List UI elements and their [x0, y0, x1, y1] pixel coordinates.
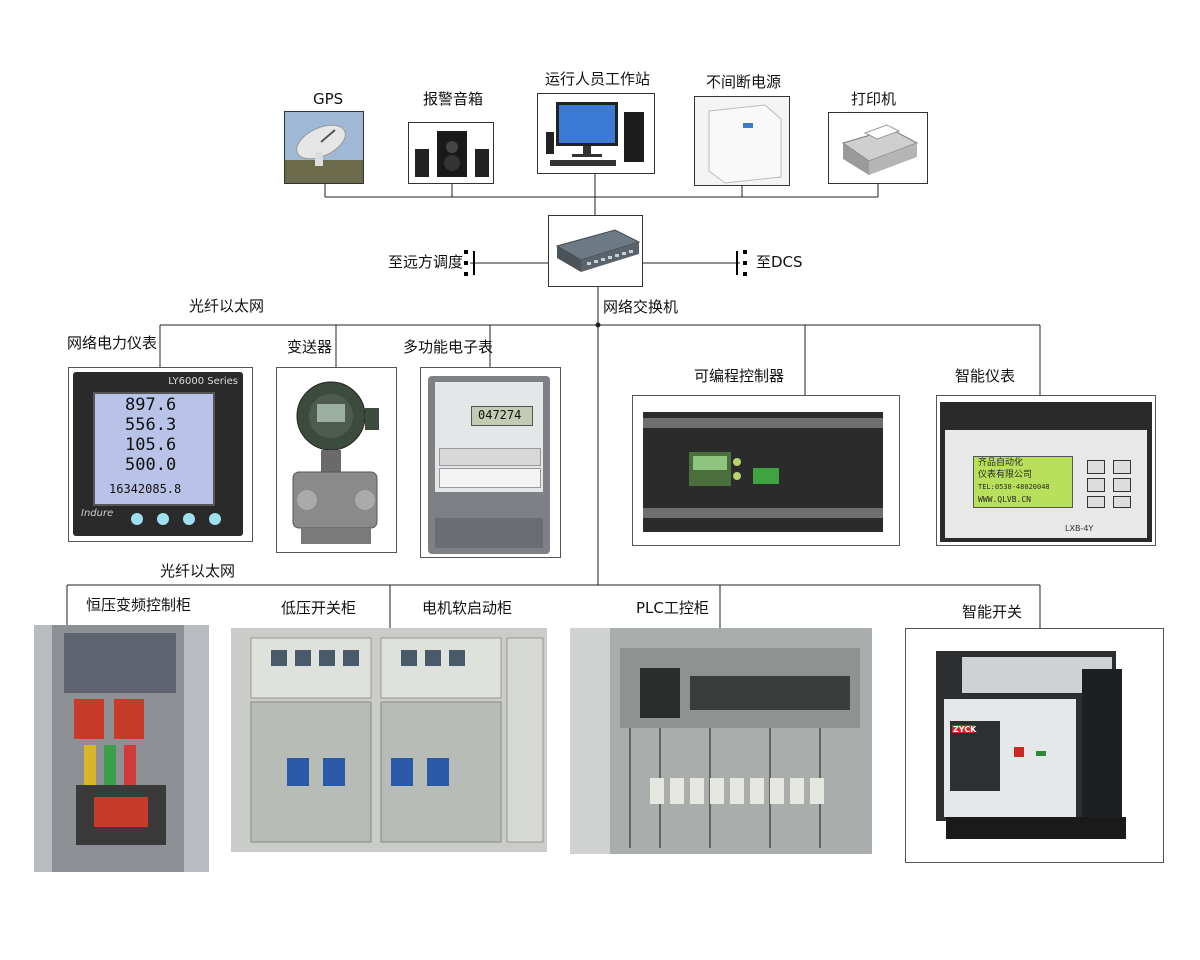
dcs-label: 至DCS: [756, 253, 803, 271]
smart-instrument-model: LXB-4Y: [1065, 524, 1094, 533]
multifunction-meter-image: 047274: [420, 367, 561, 558]
ups-image: [694, 96, 790, 186]
smart-instrument-image: 齐品自动化 仪表有限公司 TEL:0538-48020048 WWW.QLVB.…: [936, 395, 1156, 546]
power-meter-series: LY6000 Series: [168, 376, 238, 387]
operator-workstation-label: 运行人员工作站: [545, 70, 651, 88]
multifunction-meter-label: 多功能电子表: [403, 338, 494, 356]
plc-label: 可编程控制器: [694, 367, 785, 385]
power-meter-reading-3: 105.6: [125, 435, 177, 455]
power-meter-label: 网络电力仪表: [67, 334, 158, 352]
power-meter-reading-2: 556.3: [125, 415, 177, 435]
motor-soft-start-label: 电机软启动柜: [422, 599, 513, 617]
smart-switch-image: ZYCK: [905, 628, 1164, 863]
transmitter-label: 变送器: [287, 338, 333, 356]
breaker-brand: ZYCK: [953, 725, 977, 734]
network-switch-image: [548, 215, 643, 287]
power-meter-reading-5: 16342085.8: [109, 482, 182, 496]
remote-dispatch-label: 至远方调度: [388, 253, 464, 271]
fiber-ethernet-upper-label: 光纤以太网: [189, 297, 265, 315]
power-meter-image: LY6000 Series 897.6 556.3 105.6 500.0 16…: [68, 367, 253, 542]
alarm-speaker-image: [408, 122, 494, 184]
smart-instrument-label: 智能仪表: [955, 367, 1016, 385]
smart-instrument-lcd-line-1: 齐品自动化: [978, 458, 1024, 468]
power-meter-buttons: [131, 513, 231, 527]
smart-instrument-lcd-line-3: TEL:0538-48020048: [978, 483, 1050, 491]
alarm-speaker-label: 报警音箱: [423, 90, 484, 108]
plc-cabinet-image: [570, 628, 872, 854]
fiber-ethernet-lower-label: 光纤以太网: [160, 562, 236, 580]
plc-image: [632, 395, 900, 546]
printer-image: [828, 112, 928, 184]
switchgear-cabinet-image: [231, 628, 547, 852]
smart-instrument-lcd-line-4: WWW.QLVB.CN: [978, 495, 1031, 504]
multifunction-reading: 047274: [478, 408, 522, 422]
gps-image: [284, 111, 364, 184]
power-meter-reading-1: 897.6: [125, 395, 177, 415]
vfd-cabinet-image: [34, 625, 209, 872]
vfd-cabinet-label: 恒压变频控制柜: [86, 596, 192, 614]
power-meter-reading-4: 500.0: [125, 455, 177, 475]
smart-instrument-keypad: [1087, 460, 1133, 508]
lv-switchgear-label: 低压开关柜: [281, 599, 357, 617]
gps-label: GPS: [313, 90, 344, 108]
smart-switch-label: 智能开关: [962, 603, 1023, 621]
plc-cabinet-label: PLC工控柜: [636, 599, 709, 617]
transmitter-image: [276, 367, 397, 553]
power-meter-brand: Indure: [81, 508, 114, 519]
printer-label: 打印机: [851, 90, 897, 108]
smart-instrument-lcd-line-2: 仪表有限公司: [978, 470, 1033, 480]
ups-label: 不间断电源: [706, 73, 782, 91]
network-switch-label: 网络交换机: [603, 298, 679, 316]
operator-workstation-image: [537, 93, 655, 174]
